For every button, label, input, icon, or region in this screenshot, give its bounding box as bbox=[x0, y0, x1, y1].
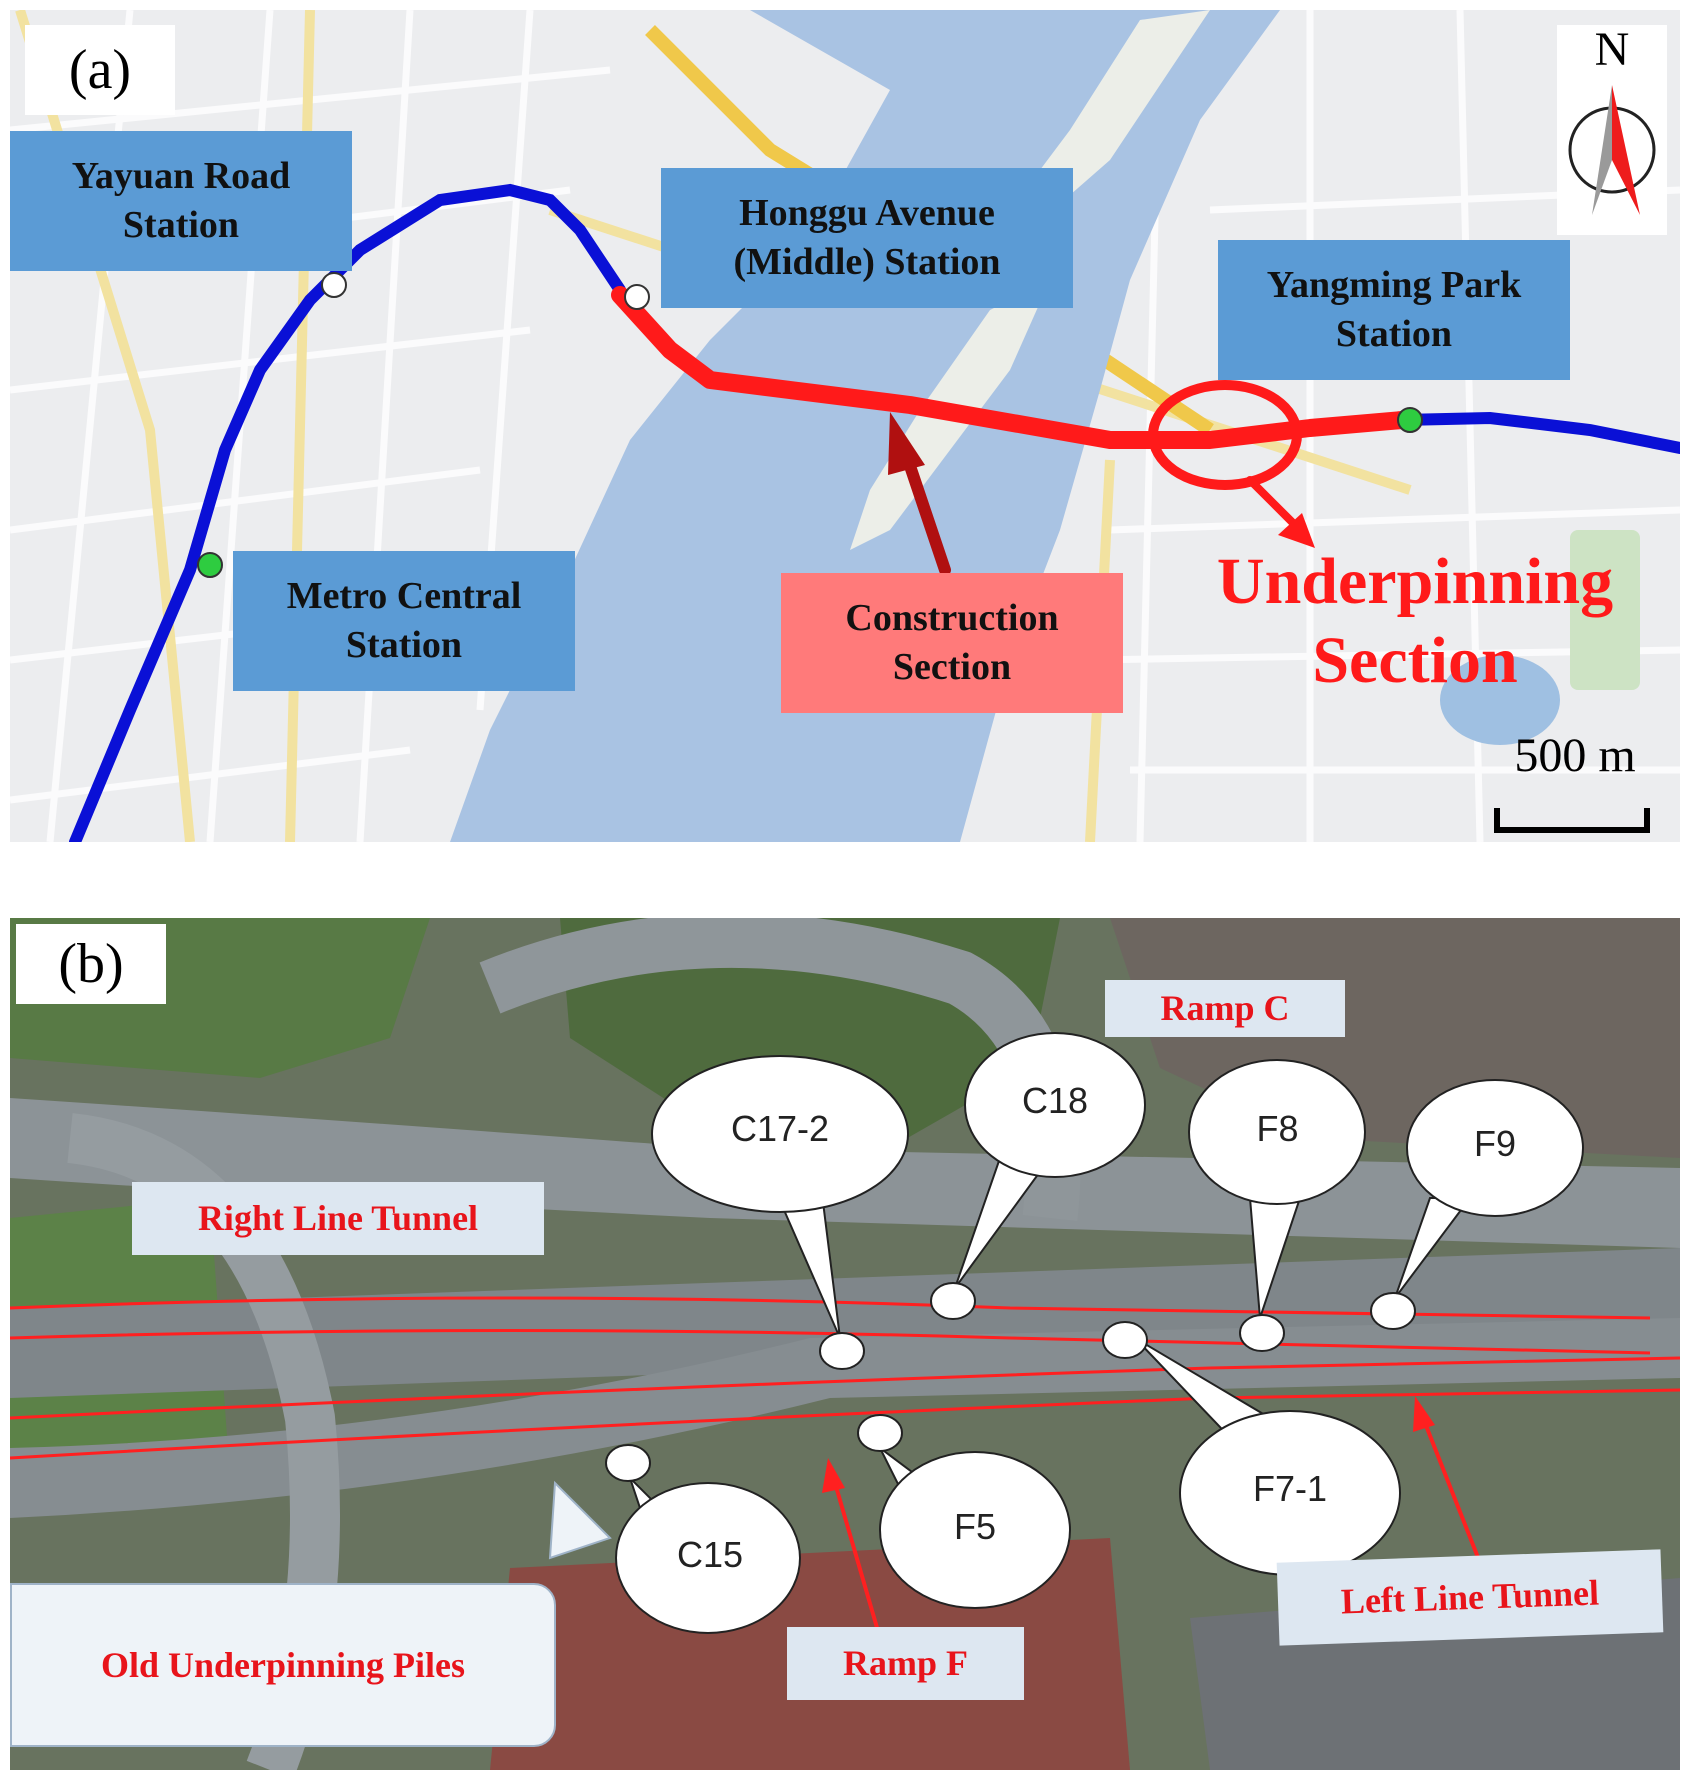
right-line-tunnel-edge-1 bbox=[10, 1296, 1651, 1320]
underpinning-section-label: Underpinning Section bbox=[1216, 545, 1614, 698]
panel-b-tag: (b) bbox=[16, 924, 166, 1004]
station-marker-honggu bbox=[624, 284, 650, 310]
pile-label-f5: F5 bbox=[953, 1506, 996, 1547]
compass-icon bbox=[1568, 85, 1656, 215]
pile-label-f8: F8 bbox=[1256, 1108, 1299, 1149]
station-label-honggu: Honggu Avenue (Middle) Station bbox=[661, 168, 1073, 308]
pile-label-c15: C15 bbox=[676, 1534, 744, 1575]
pile-callout-f7-1 bbox=[1102, 1321, 1401, 1576]
station-marker-yayuan bbox=[321, 272, 347, 298]
pile-callout-f9 bbox=[1370, 1079, 1584, 1330]
north-label: N bbox=[1594, 23, 1630, 76]
park-patch bbox=[1570, 530, 1640, 690]
label-ramp-c: Ramp C bbox=[1105, 980, 1345, 1037]
label-ramp-f: Ramp F bbox=[787, 1627, 1024, 1700]
scale-label: 500 m bbox=[1514, 729, 1636, 782]
pile-label-f9: F9 bbox=[1473, 1123, 1516, 1164]
arrow-ramp-f bbox=[822, 1458, 882, 1639]
pile-callout-c18 bbox=[930, 1032, 1146, 1320]
station-label-yangming: Yangming Park Station bbox=[1218, 240, 1570, 380]
station-label-yayuan: Yayuan Road Station bbox=[10, 131, 352, 271]
panel-a-route-map: (a) Yayuan Road Station Honggu Avenue (M… bbox=[10, 10, 1680, 842]
station-marker-yangming bbox=[1397, 407, 1423, 433]
pile-callout-f8 bbox=[1188, 1059, 1366, 1352]
label-old-underpinning-piles: Old Underpinning Piles bbox=[10, 1583, 556, 1747]
construction-section-label: Construction Section bbox=[781, 573, 1123, 713]
station-label-metro-central: Metro Central Station bbox=[233, 551, 575, 691]
pile-label-c18: C18 bbox=[1021, 1080, 1089, 1121]
label-left-line-tunnel: Left Line Tunnel bbox=[1276, 1549, 1664, 1646]
scale-bar-icon bbox=[1494, 808, 1650, 833]
construction-arrow bbox=[888, 412, 951, 576]
pile-callout-f5 bbox=[857, 1414, 1071, 1609]
right-line-tunnel-edge-2 bbox=[10, 1329, 1651, 1355]
pile-label-f7-1: F7-1 bbox=[1252, 1468, 1328, 1509]
pile-label-c17-2: C17-2 bbox=[730, 1108, 830, 1149]
metro-line-east bbox=[1396, 411, 1680, 454]
station-marker-metro-central bbox=[197, 552, 223, 578]
panel-a-tag: (a) bbox=[25, 25, 175, 115]
left-line-tunnel-edge-1 bbox=[10, 1356, 1680, 1420]
pile-callout-c15 bbox=[605, 1444, 801, 1634]
underpinning-ellipse bbox=[1148, 380, 1302, 490]
panel-b-aerial-view: (b) Ramp C Right Line Tunnel Left Line T… bbox=[10, 918, 1680, 1770]
tunnel-lines bbox=[10, 1296, 1680, 1460]
label-right-line-tunnel: Right Line Tunnel bbox=[132, 1182, 544, 1255]
old-piles-pointer bbox=[548, 1480, 612, 1560]
underpinning-arrow bbox=[1246, 476, 1315, 548]
lake bbox=[1440, 655, 1560, 745]
pile-callout-c17-2 bbox=[651, 1055, 909, 1370]
left-line-tunnel-edge-2 bbox=[10, 1388, 1680, 1460]
